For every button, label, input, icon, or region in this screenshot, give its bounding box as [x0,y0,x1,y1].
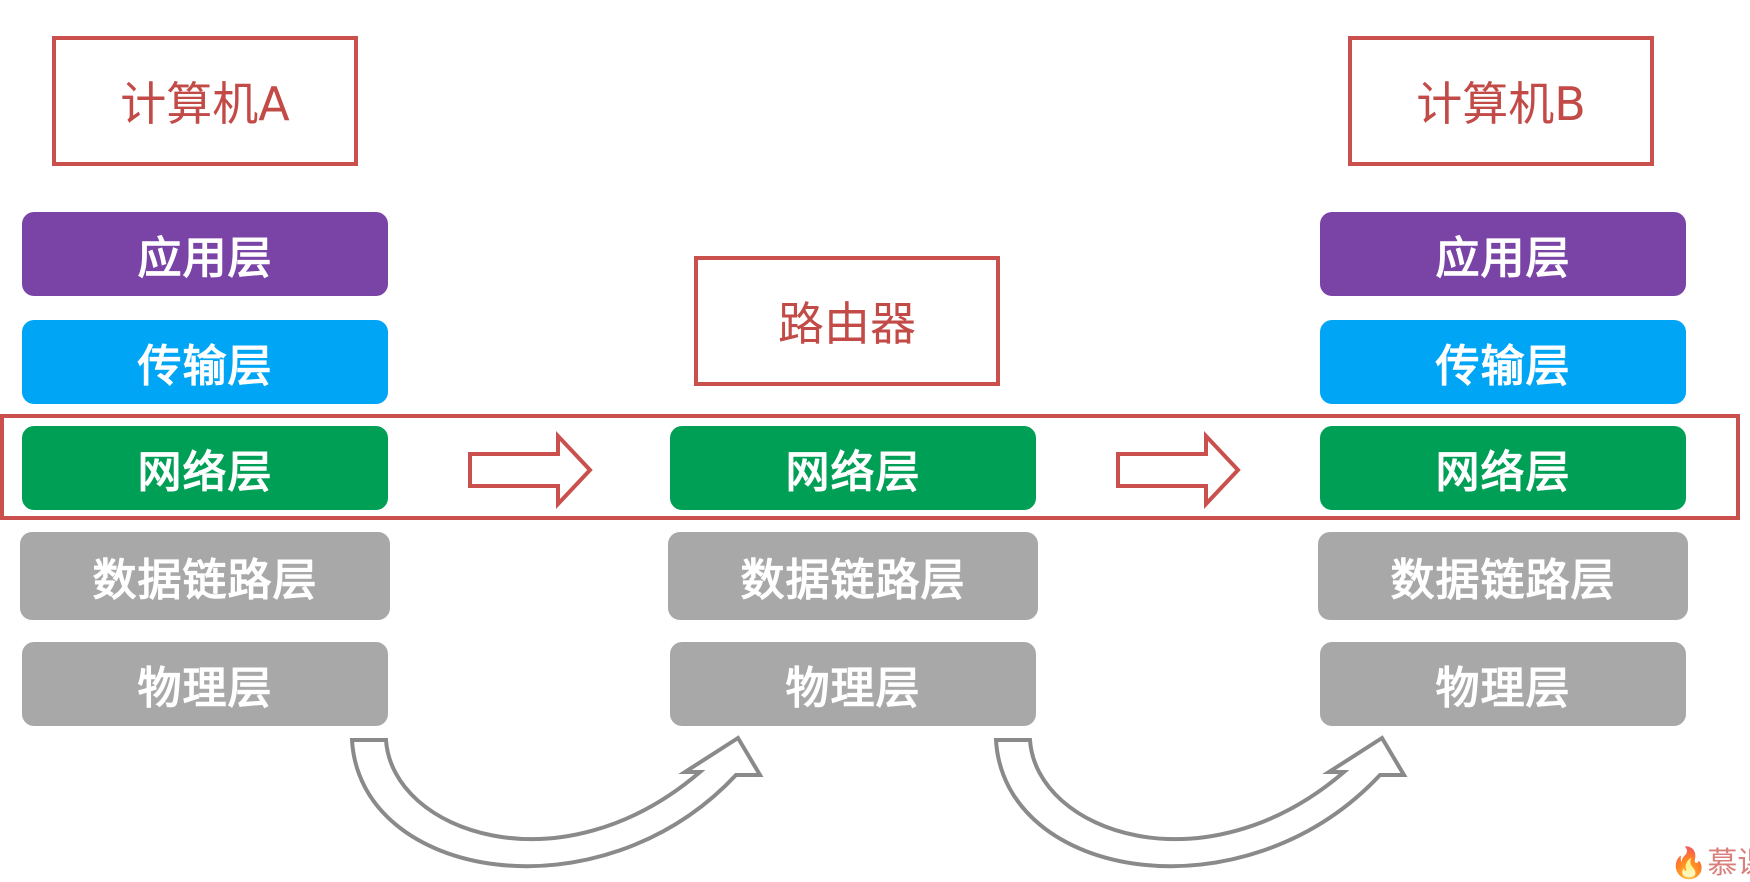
stack-a-network-layer: 网络层 [22,426,388,510]
stack-b-transport-layer: 传输层 [1320,320,1686,404]
layer-label: 数据链路层 [740,555,966,606]
stack-a-transport-layer: 传输层 [22,320,388,404]
router-label: 路由器 [694,256,1000,386]
computer-a-label: 计算机A [52,36,358,166]
router-network-layer: 网络层 [670,426,1036,510]
stack-b-network-layer: 网络层 [1320,426,1686,510]
layer-label: 物理层 [785,663,921,714]
curved-arrow-icon [349,735,764,869]
layer-label: 网络层 [1435,447,1571,498]
flame-icon: 🔥 [1670,846,1708,881]
computer-b-text: 计算机B [1416,77,1586,131]
computer-b-label: 计算机B [1348,36,1654,166]
layer-label: 应用层 [1435,233,1571,284]
layer-label: 传输层 [1435,341,1571,392]
stack-b-application-layer: 应用层 [1320,212,1686,296]
layer-label: 数据链路层 [92,555,318,606]
layer-label: 数据链路层 [1390,555,1616,606]
watermark-text: 慕课 [1707,846,1750,881]
stack-a-datalink-layer: 数据链路层 [20,532,390,620]
layer-label: 传输层 [137,341,273,392]
curved-arrow-icon [993,735,1408,869]
stack-a-physical-layer: 物理层 [22,642,388,726]
layer-label: 网络层 [137,447,273,498]
stack-a-application-layer: 应用层 [22,212,388,296]
layer-label: 应用层 [137,233,273,284]
layer-label: 网络层 [785,447,921,498]
network-layer-highlight [0,414,1740,520]
router-datalink-layer: 数据链路层 [668,532,1038,620]
router-physical-layer: 物理层 [670,642,1036,726]
router-text: 路由器 [778,297,916,351]
layer-label: 物理层 [137,663,273,714]
stack-b-physical-layer: 物理层 [1320,642,1686,726]
watermark-logo: 🔥慕课 [1670,838,1750,882]
layer-label: 物理层 [1435,663,1571,714]
computer-a-text: 计算机A [120,77,290,131]
stack-b-datalink-layer: 数据链路层 [1318,532,1688,620]
